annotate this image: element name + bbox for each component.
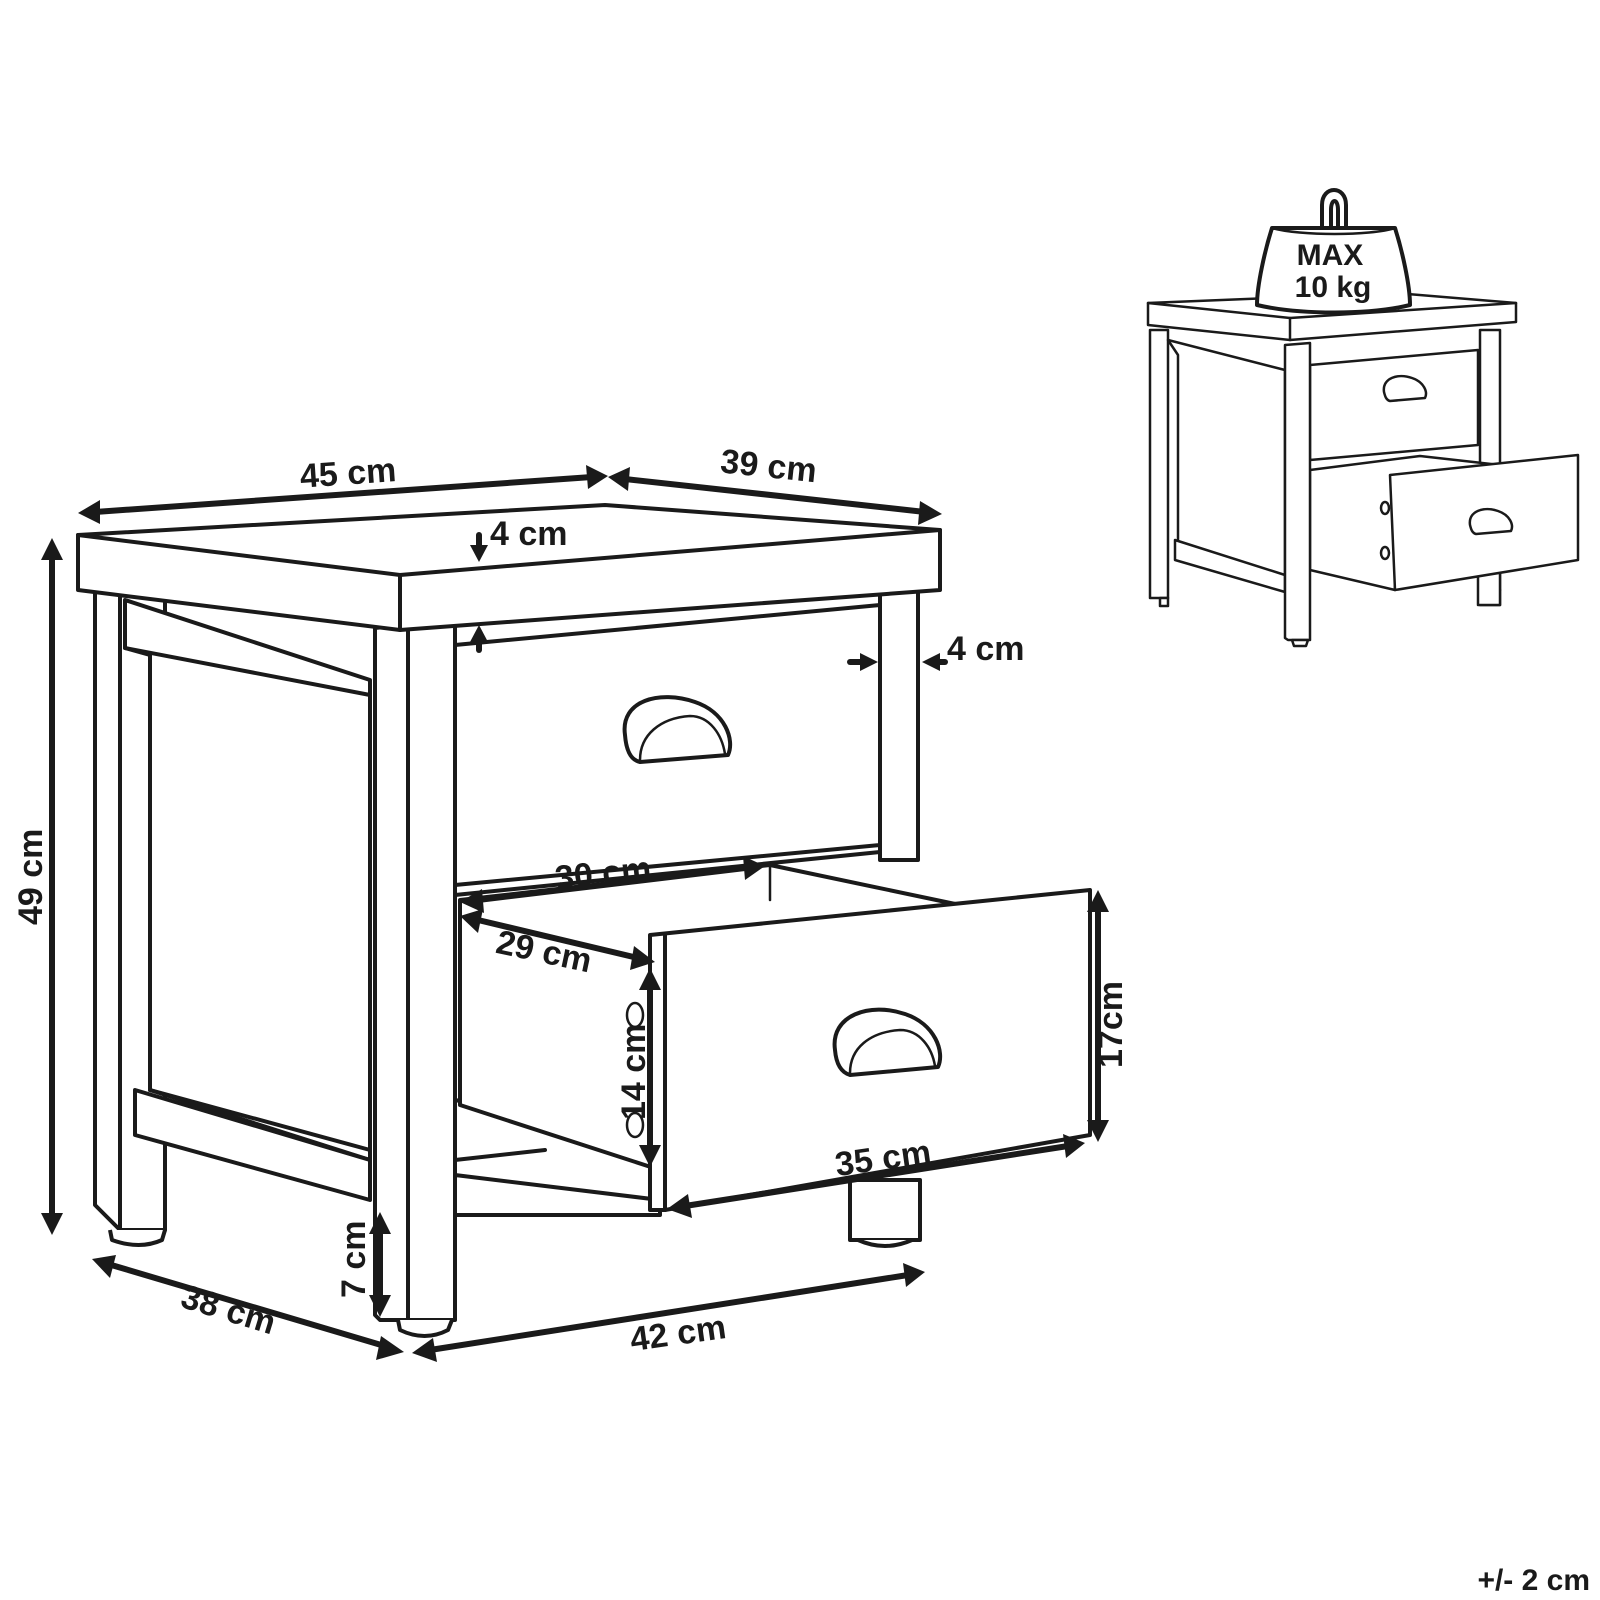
label-depth-top: 39 cm (719, 442, 819, 490)
nightstand-drawing (76, 503, 1092, 1338)
back-right-leg (878, 588, 920, 862)
load-max-label: MAX (1297, 239, 1364, 272)
label-drawer-front-height: 17cm (1092, 981, 1130, 1068)
label-base-depth: 38 cm (177, 1278, 280, 1343)
side-bottom-rail (133, 1088, 372, 1202)
tolerance-note: +/- 2 cm (1477, 1564, 1590, 1597)
label-leg-width: 4 cm (947, 630, 1025, 668)
lower-drawer-handle (832, 1007, 943, 1077)
label-leg-height: 7 cm (335, 1221, 373, 1299)
nightstand-thumbnail (1146, 291, 1580, 648)
label-drawer-inner-height: 14 cm (615, 1024, 653, 1120)
load-value-label: 10 kg (1295, 271, 1372, 304)
label-top-thickness: 4 cm (490, 515, 568, 553)
upper-drawer-handle (622, 695, 733, 764)
dimension-lines (41, 465, 1109, 1362)
weight-icon (1255, 188, 1412, 315)
side-panel (123, 598, 372, 1162)
label-width-top: 45 cm (299, 451, 398, 496)
front-left-leg (373, 618, 457, 1322)
label-height: 49 cm (12, 829, 50, 925)
